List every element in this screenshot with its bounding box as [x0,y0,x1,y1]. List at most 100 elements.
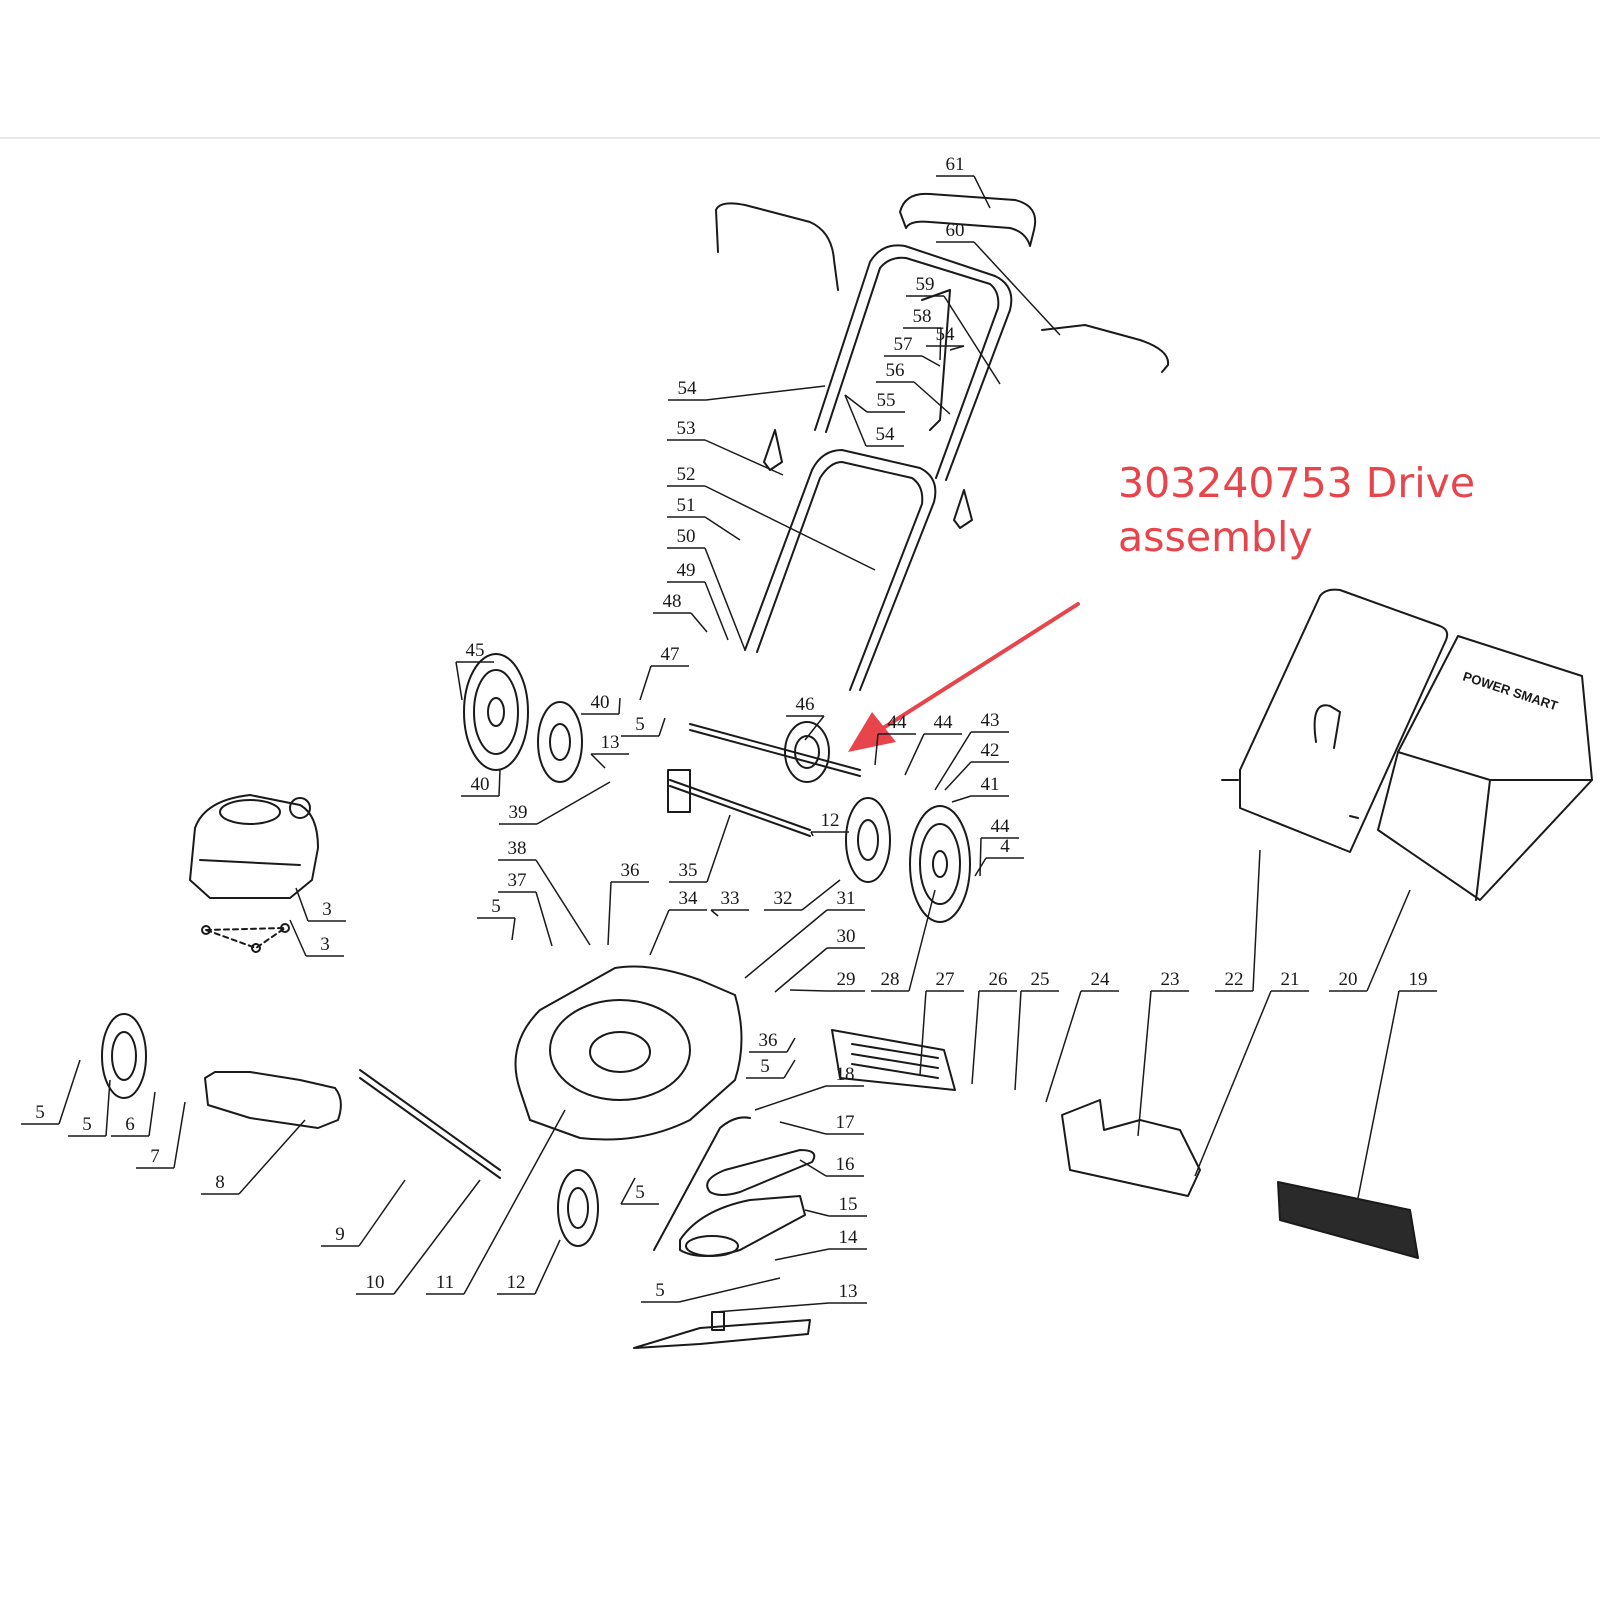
part-label-21: 21 [1194,969,1309,1177]
part-label-5: 5 [68,1079,111,1137]
part-number-33: 33 [721,888,740,909]
part-number-55: 55 [877,390,896,411]
leader-line [704,581,729,641]
leader-line [534,1239,561,1295]
part-rear-wheel-left [463,653,529,771]
part-number-5: 5 [82,1114,92,1135]
part-label-9: 9 [321,1179,406,1247]
part-rear-wheel-right [909,805,971,923]
part-label-19: 19 [1357,969,1437,1199]
part-label-59: 59 [906,274,1001,385]
part-label-36: 36 [607,860,649,946]
arrow-head [848,712,896,752]
part-label-49: 49 [667,560,729,641]
part-number-22: 22 [1225,969,1244,990]
part-number-35: 35 [679,860,698,881]
part-number-43: 43 [981,710,1000,731]
part-label-58: 58 [903,306,942,361]
leader-line [973,241,1061,336]
leader-line [943,295,1001,385]
brand-mark: POWER SMART [1461,669,1560,714]
part-drive-lever [653,1116,751,1251]
part-number-6: 6 [125,1114,135,1135]
leader-line [774,1248,830,1261]
callout-line-2: assembly [1118,513,1313,561]
part-label-4: 4 [974,836,1024,877]
part-deck [514,965,743,1141]
part-label-57: 57 [884,334,941,367]
part-drive-axle [689,723,861,771]
part-label-30: 30 [774,926,865,993]
part-pulley-plate [679,1195,806,1257]
leader-line [1357,990,1400,1199]
part-number-36: 36 [621,860,640,881]
leader-line [1014,990,1022,1091]
part-number-24: 24 [1091,969,1111,990]
part-number-5: 5 [635,1182,645,1203]
leader-line [148,1091,156,1137]
part-number-18: 18 [836,1064,855,1085]
leader-line [704,439,784,476]
part-gear-31 [845,797,891,883]
leader-line [58,1059,81,1125]
leader-line [535,891,553,947]
part-number-4: 4 [1000,836,1010,857]
leader-line [974,857,987,877]
leader-line [704,485,876,571]
part-bag-frame [1239,588,1449,853]
part-label-45: 45 [455,640,494,701]
part-number-19: 19 [1409,969,1428,990]
part-number-57: 57 [894,334,913,355]
part-cover [204,1071,342,1129]
part-number-39: 39 [509,802,528,823]
part-number-11: 11 [436,1272,454,1293]
part-number-5: 5 [491,896,501,917]
part-number-51: 51 [677,495,696,516]
part-top-grip [899,192,1037,247]
part-label-43: 43 [934,710,1009,791]
leader-line [1137,990,1152,1137]
part-number-47: 47 [661,644,680,665]
leader-line [463,1109,566,1295]
part-label-5: 5 [477,896,516,941]
part-label-7: 7 [136,1101,186,1169]
part-number-31: 31 [837,888,856,909]
part-number-12: 12 [821,810,840,831]
leader-line [238,1119,306,1195]
part-label-40: 40 [581,692,621,715]
part-number-labels: 6160595857565554545453525150494847464544… [21,154,1437,1313]
part-label-50: 50 [667,526,746,651]
leader-line [704,516,741,541]
part-number-59: 59 [916,274,935,295]
part-label-39: 39 [499,781,611,825]
part-number-40: 40 [471,774,490,795]
leader-line [904,733,925,776]
part-number-60: 60 [946,220,965,241]
leader-line [358,1179,406,1247]
leader-line [649,909,670,956]
leader-line [105,1079,111,1137]
part-label-3: 3 [295,887,346,922]
part-number-7: 7 [150,1146,160,1167]
part-number-13: 13 [601,732,620,753]
part-lever-left [763,429,783,471]
part-axle-bracket [667,769,691,813]
part-label-22: 22 [1215,849,1261,992]
part-number-5: 5 [635,714,645,735]
part-number-44: 44 [934,712,954,733]
leader-line [973,175,991,209]
part-lever-right [953,489,973,529]
leader-line [1366,889,1411,992]
mower-drawing [101,192,1593,1349]
part-number-54: 54 [876,424,896,445]
part-number-40: 40 [591,692,610,713]
part-number-36: 36 [759,1030,778,1051]
part-number-8: 8 [215,1172,225,1193]
leader-line [1252,849,1261,992]
part-number-27: 27 [936,969,955,990]
part-rear-axle [669,779,811,831]
part-engine [189,794,319,899]
part-number-34: 34 [679,888,699,909]
part-label-54: 54 [668,378,826,401]
leader-line [590,753,606,769]
